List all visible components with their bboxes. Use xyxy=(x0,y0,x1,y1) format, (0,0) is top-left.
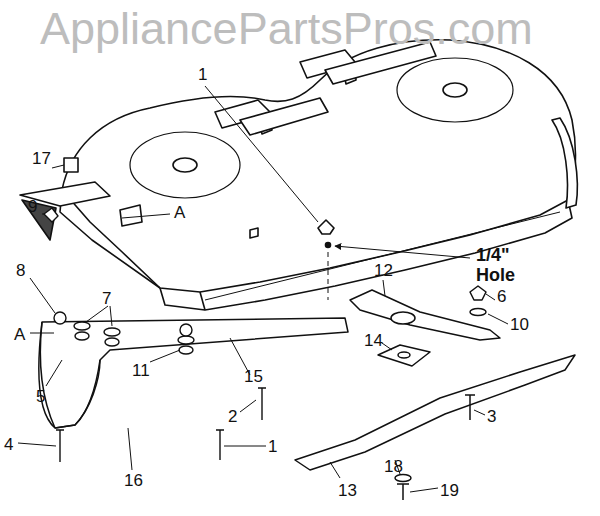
leader-lines-part xyxy=(46,360,62,386)
blades-part xyxy=(398,352,410,358)
hardware xyxy=(44,208,266,462)
callout-number: 1 xyxy=(198,66,207,83)
deck-housing-part xyxy=(397,58,513,122)
deflector-shield-part xyxy=(39,318,348,428)
callout-number: 5 xyxy=(36,388,45,405)
leader-lines-part xyxy=(328,252,329,300)
deck-housing-part xyxy=(62,40,575,292)
callout-number: 17 xyxy=(32,150,51,167)
callout-number: 4 xyxy=(4,436,13,453)
hardware-part xyxy=(44,208,58,222)
leader-lines-part xyxy=(474,410,485,415)
leader-lines-part xyxy=(382,343,392,350)
hardware-part xyxy=(180,324,192,336)
blades-part xyxy=(470,309,486,316)
leader-lines-part xyxy=(18,443,56,446)
callout-number: 9 xyxy=(28,198,37,215)
callout-number: 14 xyxy=(364,332,383,349)
hardware-part xyxy=(75,332,89,340)
leader-lines-part xyxy=(110,306,112,326)
callout-number: 11 xyxy=(132,362,150,379)
hardware-part xyxy=(56,430,64,462)
deflector-shield-part xyxy=(55,360,100,428)
blades xyxy=(295,286,575,500)
deck-housing-part xyxy=(250,228,258,238)
callout-letter: A xyxy=(14,326,25,343)
callout-letter: A xyxy=(174,204,185,221)
leader-lines-part xyxy=(42,214,44,215)
callout-number: 18 xyxy=(384,458,403,475)
callout-number: 16 xyxy=(124,472,143,489)
deck-housing-part xyxy=(173,158,197,172)
leader-lines-part xyxy=(240,400,256,412)
blades-part xyxy=(378,345,430,366)
callout-number: 6 xyxy=(497,288,506,305)
hardware-part xyxy=(216,430,224,460)
callout-number: 13 xyxy=(338,482,357,499)
dimension-note: 1/4" Hole xyxy=(476,246,528,286)
deck-housing-part xyxy=(205,212,560,300)
blades-part xyxy=(391,312,415,324)
deck-housing xyxy=(20,40,577,310)
leader-lines-part xyxy=(383,280,385,296)
hardware-part xyxy=(258,388,266,420)
hardware-part xyxy=(54,312,66,324)
hardware-part xyxy=(74,322,90,330)
blades-part xyxy=(465,395,475,420)
leader-lines-part xyxy=(205,86,318,222)
leader-lines-part xyxy=(335,246,470,258)
callout-number: 15 xyxy=(244,368,263,385)
deck-housing-part xyxy=(130,132,240,198)
leader-lines-part xyxy=(150,350,180,362)
deck-housing-part xyxy=(200,292,205,310)
leader-lines-part xyxy=(330,462,340,478)
callout-number: 7 xyxy=(102,290,111,307)
callout-number: 10 xyxy=(510,316,529,333)
hardware-part xyxy=(179,346,193,354)
callout-number: 19 xyxy=(440,482,459,499)
callout-number: 3 xyxy=(487,408,496,425)
leader-lines-part xyxy=(122,214,170,218)
leader-lines-part xyxy=(410,488,438,492)
deck-housing-part xyxy=(326,243,331,248)
leader-lines-part xyxy=(128,428,132,470)
deck-housing-part xyxy=(240,98,328,135)
leader-lines-part xyxy=(52,165,64,168)
leader-lines-part xyxy=(30,333,54,334)
callout-number: 1 xyxy=(268,438,277,455)
deck-housing-part xyxy=(120,205,142,226)
callout-number: 2 xyxy=(228,408,237,425)
blades-part xyxy=(395,475,411,482)
leader-lines-part xyxy=(86,306,108,322)
blades-part xyxy=(295,355,575,470)
hardware-part xyxy=(178,336,194,344)
deck-housing-part xyxy=(64,158,78,172)
leader-lines-part xyxy=(486,294,495,300)
leader-lines-part xyxy=(30,278,55,313)
deck-housing-part xyxy=(60,190,160,288)
deck-housing-part xyxy=(552,118,577,208)
deck-housing-part xyxy=(443,83,467,97)
blades-part xyxy=(397,484,409,500)
hardware-part xyxy=(104,328,120,336)
deflector-shield xyxy=(39,318,348,428)
blades-part xyxy=(470,286,486,300)
watermark: AppliancePartsPros.com xyxy=(40,6,533,51)
leader-lines-part xyxy=(224,446,266,447)
hardware-part xyxy=(105,338,119,346)
callout-number: 12 xyxy=(374,262,393,279)
leader-lines xyxy=(18,86,508,492)
deck-housing-part xyxy=(318,220,334,234)
leader-lines-part xyxy=(488,314,508,324)
callout-number: 8 xyxy=(16,262,25,279)
